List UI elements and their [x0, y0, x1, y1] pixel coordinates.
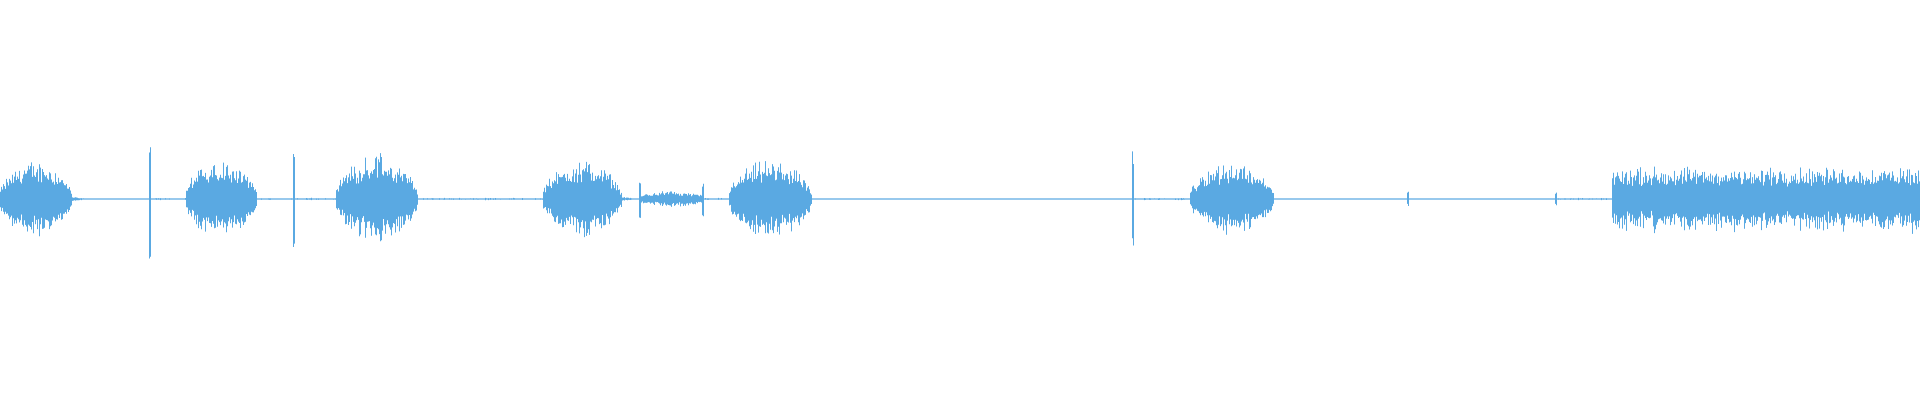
- waveform-trace: [0, 147, 1920, 259]
- waveform-samples: [0, 147, 1920, 259]
